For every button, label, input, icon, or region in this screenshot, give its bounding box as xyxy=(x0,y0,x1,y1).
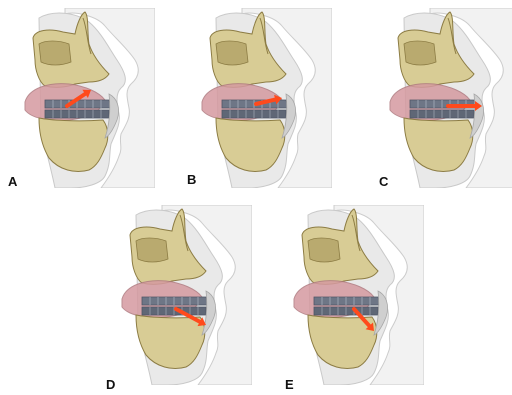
head-diagram xyxy=(370,8,512,188)
panel-label-c: C xyxy=(379,174,388,189)
panel-d: D xyxy=(102,205,252,385)
panel-a: A xyxy=(5,8,155,188)
head-diagram xyxy=(5,8,155,188)
panel-label-d: D xyxy=(106,377,115,392)
head-diagram xyxy=(102,205,252,385)
panel-label-e: E xyxy=(285,377,294,392)
panel-e: E xyxy=(274,205,424,385)
panel-c: C xyxy=(370,8,512,188)
panel-b: B xyxy=(182,8,332,188)
panel-label-b: B xyxy=(187,172,196,187)
head-diagram xyxy=(274,205,424,385)
head-diagram xyxy=(182,8,332,188)
panel-label-a: A xyxy=(8,174,17,189)
